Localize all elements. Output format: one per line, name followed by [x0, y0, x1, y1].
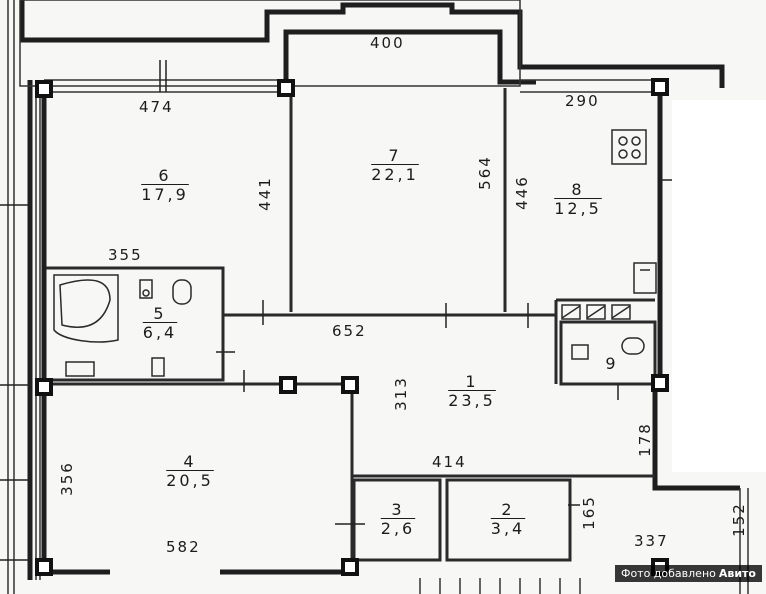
dimension-446: 446: [512, 175, 531, 210]
room-label-7: 7 22,1: [365, 146, 425, 184]
dimension-414: 414: [432, 453, 467, 471]
dimension-337: 337: [634, 532, 669, 550]
room-4-area: 20,5: [166, 471, 214, 490]
thin-frames: [7, 0, 660, 594]
room-label-4: 4 20,5: [160, 452, 220, 490]
toilet-5: [65, 279, 192, 377]
room-9-fixtures: [561, 304, 645, 360]
window-marks: [0, 60, 680, 561]
room-1-number: 1: [465, 372, 479, 391]
dimension-290: 290: [565, 92, 600, 110]
watermark-text: Фото добавлено: [620, 567, 716, 580]
outer-walls: [19, 0, 740, 580]
dimension-165: 165: [579, 495, 598, 530]
room-7-area: 22,1: [371, 165, 419, 184]
interior-walls: [46, 88, 657, 566]
room-label-9: 9: [600, 354, 624, 373]
room-6-number: 6: [158, 166, 172, 185]
room-7-number: 7: [388, 146, 402, 165]
room-label-1: 1 23,5: [442, 372, 502, 410]
dimension-652: 652: [332, 322, 367, 340]
room-label-2: 2 3,4: [480, 500, 536, 538]
room-5-number: 5: [153, 304, 167, 323]
bathtub: [53, 274, 119, 343]
dimension-356: 356: [57, 461, 76, 496]
dimension-152: 152: [729, 502, 748, 537]
dimension-582: 582: [166, 538, 201, 556]
room-label-8: 8 12,5: [550, 180, 606, 218]
room-6-area: 17,9: [141, 185, 189, 204]
dimension-400: 400: [370, 34, 405, 52]
room-1-area: 23,5: [448, 391, 496, 410]
room-8-number: 8: [571, 180, 585, 199]
dimension-564: 564: [475, 155, 494, 190]
dimension-178: 178: [635, 422, 654, 457]
dimension-441: 441: [255, 176, 274, 211]
room-label-3: 3 2,6: [375, 500, 421, 538]
white-cutout: [672, 100, 766, 472]
room-2-number: 2: [501, 500, 515, 519]
dimension-313: 313: [391, 376, 410, 411]
watermark-logo: Авито: [718, 567, 756, 580]
room-5-area: 6,4: [142, 323, 178, 342]
room-4-number: 4: [183, 452, 197, 471]
room-label-5: 5 6,4: [135, 304, 185, 342]
room-2-area: 3,4: [490, 519, 526, 538]
room-label-6: 6 17,9: [140, 166, 190, 204]
dimension-474: 474: [139, 98, 174, 116]
dimension-355: 355: [108, 246, 143, 264]
room-3-number: 3: [391, 500, 405, 519]
stove: [611, 129, 657, 294]
room-3-area: 2,6: [380, 519, 416, 538]
room-9-number: 9: [605, 354, 619, 373]
room-8-area: 12,5: [554, 199, 602, 218]
